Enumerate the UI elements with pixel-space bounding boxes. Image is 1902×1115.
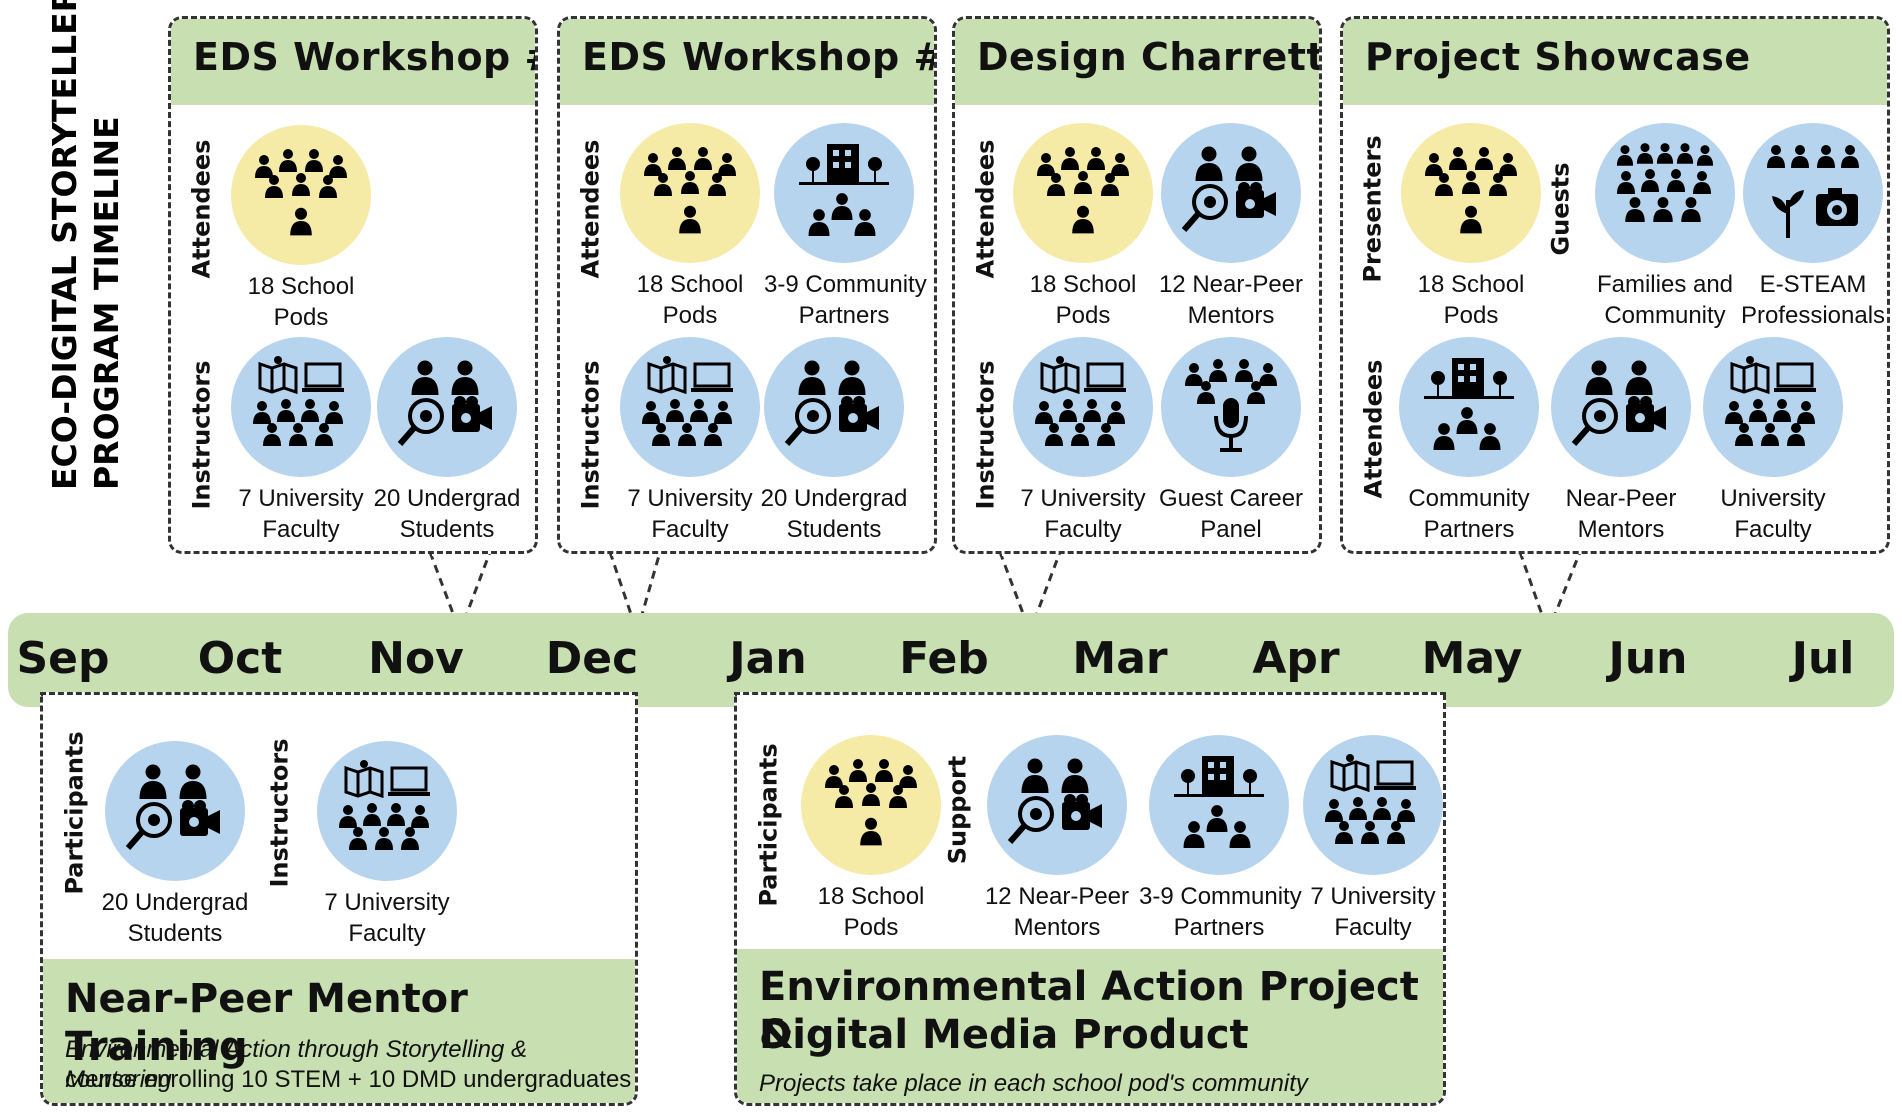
program-title: ECO-DIGITAL STORYTELLER PROGRAM TIMELINE [22, 0, 142, 520]
university-faculty-icon [231, 337, 371, 477]
workshop2-header: EDS Workshop #2 [560, 19, 934, 105]
university-faculty-icon [317, 741, 457, 881]
university-faculty-icon [1703, 337, 1843, 477]
project-title-line1: Environmental Action Project & [759, 964, 1419, 1058]
month-label: Apr [1252, 633, 1340, 684]
near-peer-mentors-icon [1161, 123, 1301, 263]
program-title-line2: PROGRAM TIMELINE [87, 116, 126, 490]
community-partners-icon [1149, 735, 1289, 875]
workshop1-role-attendees: Attendees [187, 139, 215, 279]
charrette-role-instructors: Instructors [971, 360, 1000, 510]
program-title-line1: ECO-DIGITAL STORYTELLER [45, 0, 84, 490]
project-footer: Environmental Action Project & Digital M… [737, 949, 1443, 1103]
workshop1-box: EDS Workshop #1 Attendees 18 SchoolPods … [168, 16, 538, 554]
training-subtitle: Environmental Action through Storytellin… [65, 1036, 528, 1093]
school-pods-icon [1401, 123, 1541, 263]
workshop1-role-instructors: Instructors [187, 360, 216, 510]
showcase-title: Project Showcase [1365, 35, 1751, 79]
showcase-role-guests: Guests [1547, 162, 1576, 256]
training-title: Near-Peer Mentor Training [65, 976, 468, 1070]
training-role-participants: Participants [61, 731, 90, 895]
charrette-role-attendees: Attendees [971, 139, 999, 279]
school-pods-icon [231, 125, 371, 265]
community-partners-icon [774, 123, 914, 263]
workshop1-header: EDS Workshop #1 [171, 19, 535, 105]
training-role-instructors: Instructors [265, 738, 294, 888]
month-label: May [1421, 633, 1523, 684]
near-peer-mentors-icon [987, 735, 1127, 875]
charrette-title: Design Charrette [977, 35, 1322, 79]
month-label: Dec [545, 633, 639, 684]
school-pods-icon [1013, 123, 1153, 263]
undergrad-students-icon [105, 741, 245, 881]
university-faculty-icon [1303, 735, 1443, 875]
timeline-bar: Sep Oct Nov Dec Jan Feb Mar Apr May Jun … [8, 613, 1894, 707]
month-label: Sep [16, 633, 110, 684]
workshop1-title: EDS Workshop #1 [193, 35, 535, 79]
university-faculty-icon [1013, 337, 1153, 477]
workshop2-role-attendees: Attendees [576, 139, 604, 279]
university-faculty-icon [620, 337, 760, 477]
workshop2-role-instructors: Instructors [576, 360, 605, 510]
month-label: Feb [899, 633, 989, 684]
month-label: Jul [1791, 633, 1855, 684]
school-pods-icon [801, 735, 941, 875]
project-subtitle: Projects take place in each school pod's… [759, 1070, 1308, 1097]
undergrad-students-icon [764, 337, 904, 477]
showcase-header: Project Showcase [1343, 19, 1887, 105]
project-title-line2: Digital Media Product [759, 1012, 1249, 1058]
professionals-icon [1743, 123, 1883, 263]
workshop2-title: EDS Workshop #2 [582, 35, 937, 79]
school-pods-icon [620, 123, 760, 263]
month-label: Oct [197, 633, 283, 684]
community-partners-icon [1399, 337, 1539, 477]
month-label: Jan [729, 633, 807, 684]
charrette-header: Design Charrette [955, 19, 1319, 105]
training-footer: Near-Peer Mentor Training Environmental … [43, 959, 635, 1103]
families-icon [1595, 123, 1735, 263]
month-label: Mar [1072, 633, 1168, 684]
near-peer-mentors-icon [1551, 337, 1691, 477]
training-subtitle2: course enrolling 10 STEM + 10 DMD underg… [65, 1066, 632, 1093]
project-role-participants: Participants [755, 743, 784, 907]
showcase-role-presenters: Presenters [1359, 135, 1388, 283]
month-label: Jun [1608, 633, 1688, 684]
month-label: Nov [368, 633, 464, 684]
project-role-support: Support [943, 755, 971, 865]
undergrad-students-icon [377, 337, 517, 477]
showcase-role-attendees: Attendees [1359, 359, 1387, 499]
career-panel-icon [1161, 337, 1301, 477]
